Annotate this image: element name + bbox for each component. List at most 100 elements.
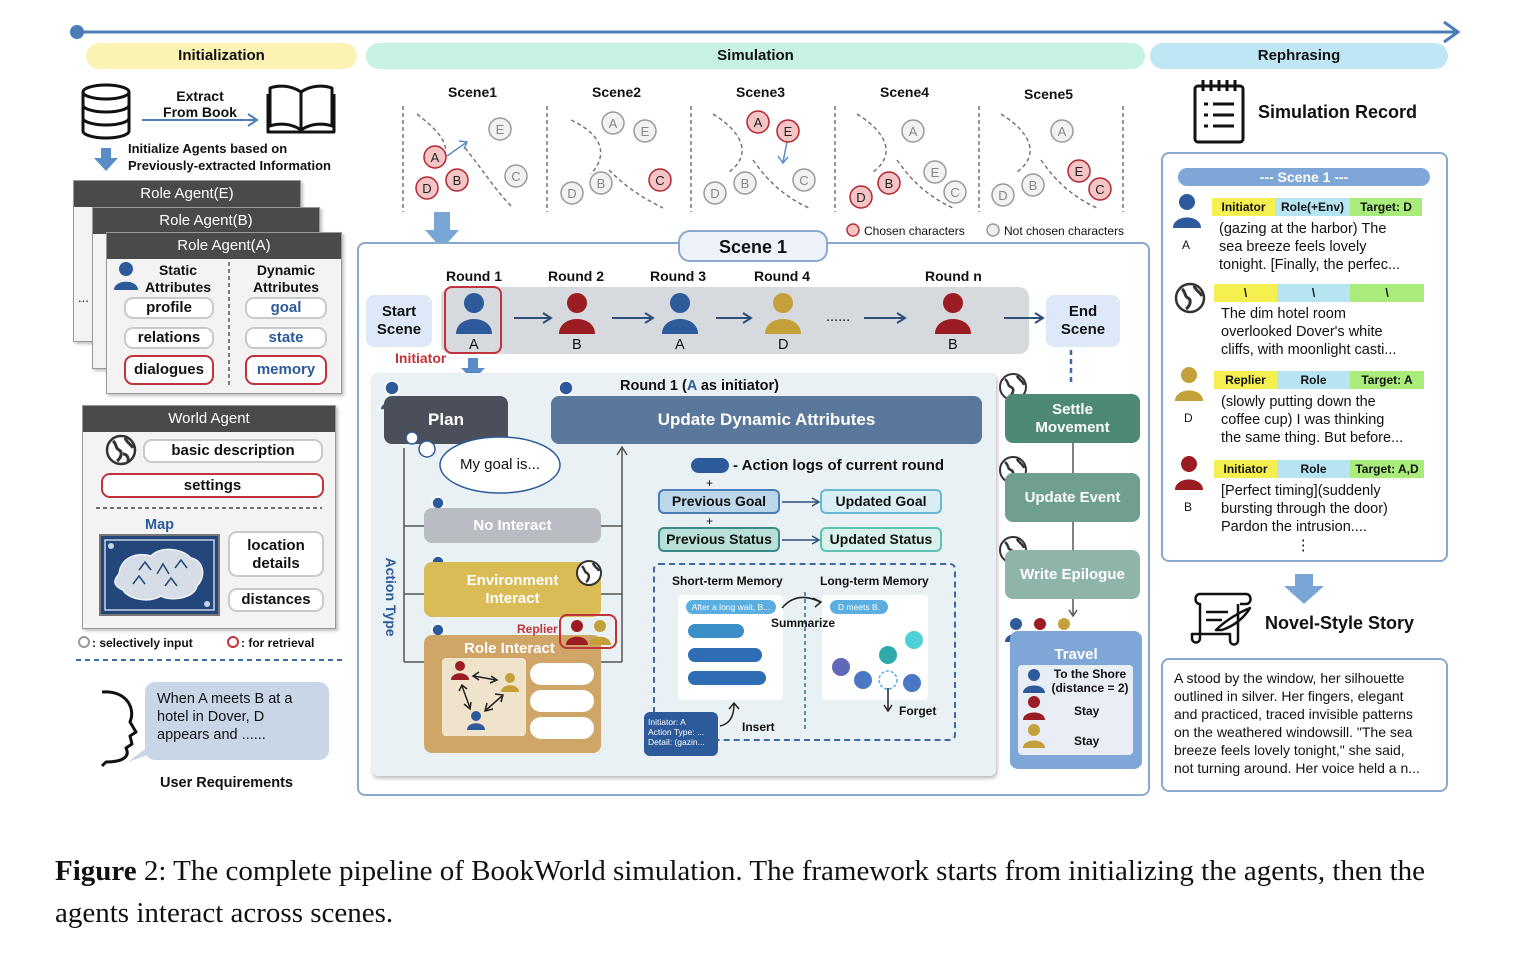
svg-text:D: D [567, 186, 576, 201]
round1-detail-title: Round 1 (A as initiator) [620, 377, 779, 395]
record-2-tag-0: Replier [1214, 371, 1277, 389]
record-1-tag-0: \ [1214, 284, 1277, 302]
scene-character-a: A [901, 119, 925, 143]
update-dynamic-attributes: Update Dynamic Attributes [551, 396, 982, 444]
novel-story-text: A stood by the window, her silhouette ou… [1174, 670, 1420, 776]
plus-1: + [706, 476, 714, 490]
legend-retrieval-text: : for retrieval [241, 636, 315, 650]
round-label-1: Round 1 [446, 268, 502, 284]
action-tree-lines [403, 445, 628, 663]
record-3-text: [Perfect timing](suddenly bursting throu… [1221, 483, 1388, 535]
updated-status: Updated Status [820, 527, 942, 552]
goal-bubble-text: My goal is... [459, 456, 541, 473]
init-bottom-divider [76, 659, 342, 661]
scene-character-d: D [849, 185, 873, 209]
band-simulation: Simulation [366, 43, 1145, 69]
svg-text:A: A [909, 124, 918, 139]
scene-character-c: C [1088, 177, 1112, 201]
travel-title: Travel [1054, 646, 1098, 663]
simulation-record-title: Simulation Record [1258, 102, 1418, 122]
scene-character-c: C [792, 168, 816, 192]
init-agents-label: Initialize Agents based on Previously-ex… [128, 141, 331, 173]
svg-text:C: C [799, 173, 808, 188]
scene1-panel-title: Scene 1 [678, 230, 828, 262]
scene-character-e: E [1067, 159, 1091, 183]
scene-character-e: E [923, 160, 947, 184]
after-wait-chip: After a long wait, B... [686, 600, 776, 614]
svg-text:D: D [422, 181, 431, 196]
rounds-track [441, 287, 1029, 354]
scene3-title: Scene3 [736, 84, 786, 100]
environment-interact-button: Environment Interact [424, 562, 601, 617]
world-basic-description: basic description [143, 439, 323, 463]
record-who-a: A [1182, 238, 1191, 252]
record-2-tag-1: Role [1277, 371, 1350, 389]
svg-text:C: C [511, 169, 520, 184]
svg-text:E: E [1075, 164, 1084, 179]
dynamic-attributes-title: Dynamic Attributes [252, 262, 320, 295]
forget-arrow [883, 688, 893, 713]
round-label-4: Round 4 [754, 268, 810, 284]
extract-arrow [142, 113, 259, 127]
scene-character-d: D [560, 181, 584, 205]
user-head-icon [100, 690, 138, 768]
start-scene: Start Scene [366, 295, 432, 347]
initiator-label: Initiator [395, 350, 447, 366]
record-0-tag-1: Role(+Env) [1275, 198, 1350, 216]
scene-character-c: C [648, 168, 672, 192]
scene-character-c: C [943, 180, 967, 204]
svg-text:D: D [856, 190, 865, 205]
forget-label: Forget [899, 704, 937, 718]
long-term-nodes [832, 631, 923, 692]
plan-box: Plan [384, 396, 508, 444]
record-3-tag-0: Initiator [1214, 460, 1277, 478]
scene-character-c: C [504, 164, 528, 188]
chosen-legend-text: Chosen characters [864, 224, 965, 238]
scene1-title: Scene1 [448, 84, 498, 100]
svg-text:A: A [1058, 124, 1067, 139]
record-0-tag-2: Target: D [1350, 198, 1422, 216]
round-agent-1: A [469, 337, 479, 353]
scene-character-a: A [423, 145, 447, 169]
scene5-title: Scene5 [1024, 86, 1074, 102]
legend-retrieval-icon [227, 636, 239, 648]
round1-title-agent: A [686, 378, 697, 394]
attr-goal: goal [245, 297, 327, 319]
legend-selective-icon [78, 636, 90, 648]
not-chosen-legend-icon [986, 223, 1000, 237]
update-event-box: Update Event [1005, 473, 1140, 522]
travel-item-d: Stay [1074, 734, 1100, 748]
rephrase-down-arrow [1284, 574, 1324, 604]
previous-goal: Previous Goal [658, 489, 780, 514]
previous-status: Previous Status [658, 527, 780, 552]
scene-character-e: E [776, 119, 800, 143]
person-icon [114, 262, 138, 290]
role-agent-ellipsis: ... [78, 290, 89, 305]
role-interaction-graph [442, 658, 594, 739]
caption-number: 2: [136, 855, 167, 887]
scene-down-arrow [425, 212, 459, 249]
record-who-b: B [1184, 500, 1193, 514]
initiator-down-arrow [461, 358, 485, 380]
chosen-legend-icon [846, 223, 860, 237]
map-distances: distances [228, 588, 324, 612]
role-agent-e-title: Role Agent(E) [74, 181, 300, 207]
attr-relations: relations [124, 327, 214, 349]
scene-character-a: A [746, 110, 770, 134]
role-agent-a-title: Role Agent(A) [107, 233, 341, 259]
right-column-connectors [1068, 443, 1078, 618]
summarize-arrow [781, 596, 823, 609]
summarize-label: Summarize [771, 616, 836, 630]
record-avatar-a [1173, 194, 1201, 228]
svg-text:C: C [1095, 182, 1104, 197]
scene-character-d: D [991, 183, 1015, 207]
memory-divider [804, 592, 806, 732]
scene-character-b: B [589, 171, 613, 195]
travel-list-icons [1023, 669, 1045, 748]
scene-character-a: A [601, 111, 625, 135]
attr-state: state [245, 327, 327, 349]
figure-caption: Figure 2: The complete pipeline of BookW… [55, 850, 1475, 934]
static-attributes-title: Static Attributes [144, 262, 212, 295]
goal-status-arrows [782, 497, 821, 545]
initiator-highlight [444, 286, 502, 354]
